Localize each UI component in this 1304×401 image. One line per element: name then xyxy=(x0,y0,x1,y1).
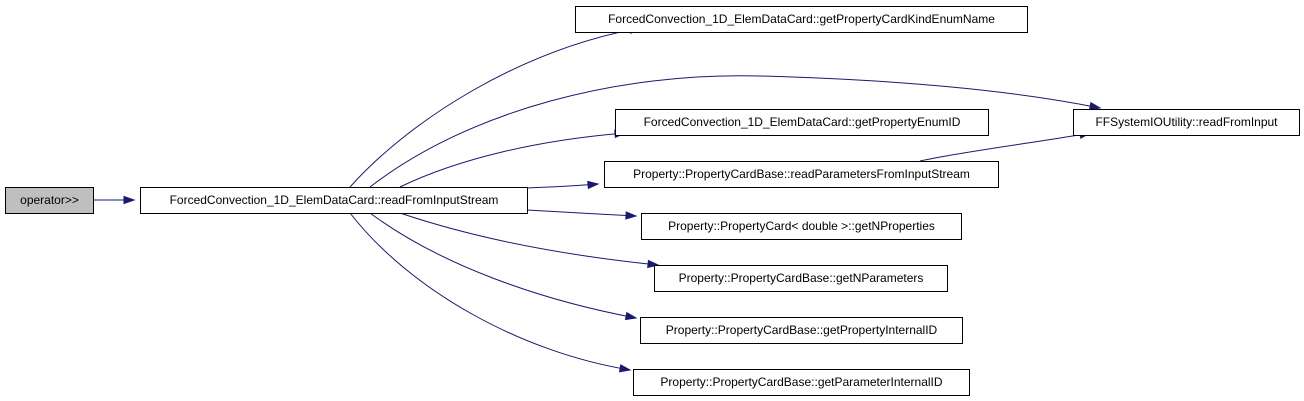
edge-line-read-to-paramint xyxy=(349,212,631,371)
edge-line-read-to-nparams xyxy=(399,212,659,266)
node-box-readparams[interactable] xyxy=(604,161,999,188)
node-box-kindenum[interactable] xyxy=(575,6,1028,33)
node-label-enumid: ForcedConvection_1D_ElemDataCard::getPro… xyxy=(644,115,961,129)
node-kindenum[interactable]: ForcedConvection_1D_ElemDataCard::getPro… xyxy=(575,6,1028,33)
edge-arrowhead-read-to-readparams xyxy=(587,180,600,190)
edge-line-read-to-kindenum xyxy=(349,27,641,188)
node-paramint[interactable]: Property::PropertyCardBase::getParameter… xyxy=(633,369,970,396)
node-readparams[interactable]: Property::PropertyCardBase::readParamete… xyxy=(604,161,999,188)
node-nprops[interactable]: Property::PropertyCard< double >::getNPr… xyxy=(641,213,962,240)
edge-op-to-read xyxy=(93,195,136,205)
node-label-nprops: Property::PropertyCard< double >::getNPr… xyxy=(668,219,935,233)
edge-line-read-to-propint xyxy=(369,212,637,319)
node-box-propint[interactable] xyxy=(640,317,963,344)
edge-line-read-to-nprops xyxy=(526,209,637,217)
edge-arrowhead-read-to-propint xyxy=(624,311,638,321)
edge-arrowhead-op-to-read xyxy=(123,195,136,205)
edge-read-to-nparams xyxy=(399,212,660,269)
node-box-ffs[interactable] xyxy=(1073,109,1300,136)
node-ffs[interactable]: FFSystemIOUtility::readFromInput xyxy=(1073,109,1300,136)
node-box-nparams[interactable] xyxy=(654,265,948,292)
node-read[interactable]: ForcedConvection_1D_ElemDataCard::readFr… xyxy=(140,187,528,214)
edge-read-to-enumid xyxy=(399,129,627,188)
node-propint[interactable]: Property::PropertyCardBase::getPropertyI… xyxy=(640,317,963,344)
edge-arrowhead-read-to-nparams xyxy=(647,259,660,269)
edge-line-read-to-ffs xyxy=(369,75,1101,188)
edge-line-read-to-readparams xyxy=(526,183,599,189)
node-nparams[interactable]: Property::PropertyCardBase::getNParamete… xyxy=(654,265,948,292)
edge-arrowhead-read-to-ffs xyxy=(1088,101,1102,111)
node-label-kindenum: ForcedConvection_1D_ElemDataCard::getPro… xyxy=(608,12,995,26)
nodes-layer: operator>> ForcedConvection_1D_ElemDataCa… xyxy=(5,6,1300,396)
node-label-readparams: Property::PropertyCardBase::readParamete… xyxy=(633,167,970,181)
node-label-read: ForcedConvection_1D_ElemDataCard::readFr… xyxy=(170,193,499,207)
edge-arrowhead-read-to-nprops xyxy=(625,211,638,220)
node-label-propint: Property::PropertyCardBase::getPropertyI… xyxy=(666,323,938,337)
edge-read-to-kindenum xyxy=(349,25,642,188)
node-label-ffs: FFSystemIOUtility::readFromInput xyxy=(1095,115,1278,129)
edge-read-to-propint xyxy=(369,212,638,321)
edge-read-to-nprops xyxy=(526,209,638,220)
edge-line-readparams-to-ffs xyxy=(919,132,1091,162)
node-enumid[interactable]: ForcedConvection_1D_ElemDataCard::getPro… xyxy=(615,109,989,136)
node-box-enumid[interactable] xyxy=(615,109,989,136)
edge-read-to-readparams xyxy=(526,180,600,190)
node-box-op[interactable] xyxy=(5,187,94,214)
node-label-paramint: Property::PropertyCardBase::getParameter… xyxy=(660,375,942,389)
node-box-nprops[interactable] xyxy=(641,213,962,240)
node-box-read[interactable] xyxy=(140,187,528,214)
node-label-nparams: Property::PropertyCardBase::getNParamete… xyxy=(679,271,924,285)
edge-read-to-ffs xyxy=(369,75,1102,188)
edge-line-read-to-enumid xyxy=(399,132,626,188)
edge-arrowhead-read-to-paramint xyxy=(618,364,632,373)
node-box-paramint[interactable] xyxy=(633,369,970,396)
node-label-op: operator>> xyxy=(20,193,79,207)
node-op[interactable]: operator>> xyxy=(5,187,94,214)
edge-read-to-paramint xyxy=(349,212,632,373)
